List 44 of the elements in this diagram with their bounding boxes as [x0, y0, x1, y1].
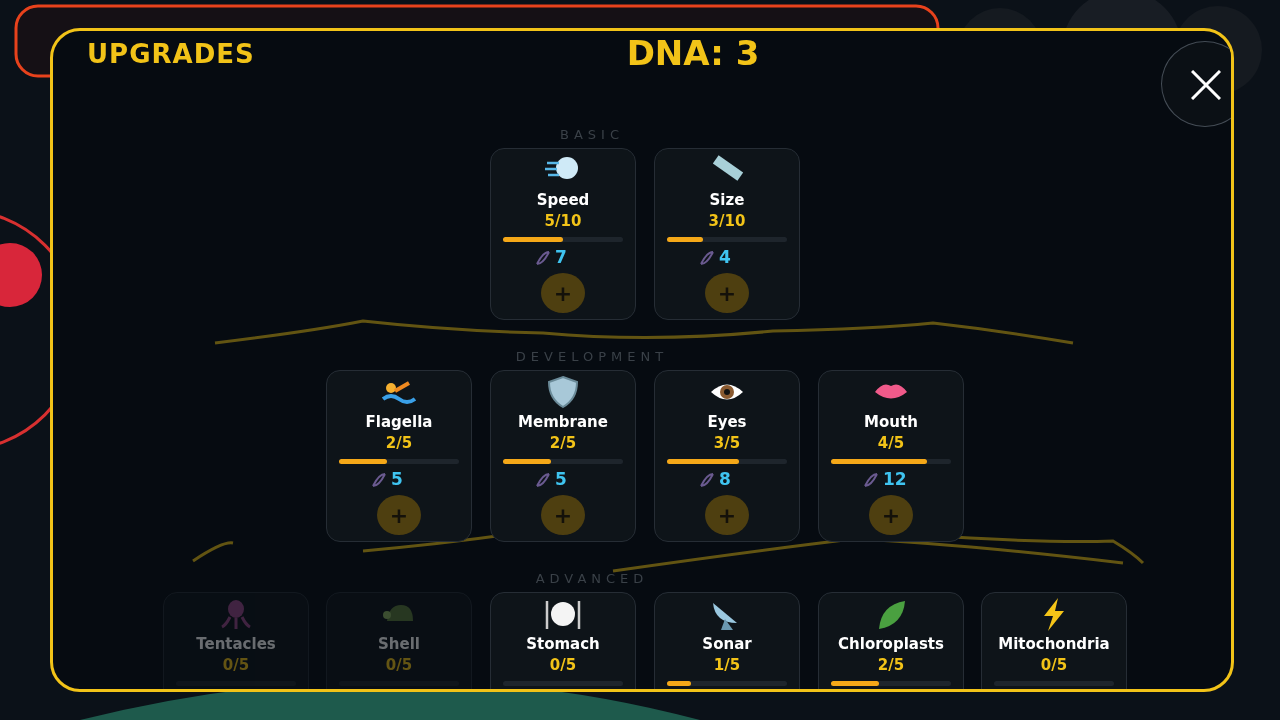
upgrade-button: +: [377, 495, 421, 535]
upgrade-name: Flagella: [364, 413, 434, 431]
upgrade-name: Mitochondria: [997, 635, 1111, 653]
upgrade-card: [490, 148, 636, 320]
upgrade-name: Chloroplasts: [837, 635, 945, 653]
upgrade-card: [326, 370, 472, 542]
upgrade-name: Speed: [535, 191, 591, 209]
upgrade-button: +: [869, 495, 913, 535]
upgrade-name: Membrane: [517, 413, 609, 431]
upgrade-name: Shell: [377, 635, 421, 653]
upgrade-card: [654, 370, 800, 542]
upgrade-card: [490, 370, 636, 542]
upgrade-button: +: [705, 273, 749, 313]
upgrade-name: Mouth: [863, 413, 919, 431]
upgrade-cost: 12: [883, 469, 907, 489]
upgrade-button: +: [541, 495, 585, 535]
upgrade-card: [818, 370, 964, 542]
upgrade-name: Tentacles: [195, 635, 277, 653]
upgrade-level: 5/10: [543, 212, 583, 230]
upgrade-level: 2/5: [876, 656, 906, 674]
upgrade-cost: 5: [391, 469, 403, 489]
upgrade-level: 2/5: [384, 434, 414, 452]
upgrade-cost: 7: [555, 247, 567, 267]
upgrade-level: 0/5: [1039, 656, 1069, 674]
upgrade-name: Sonar: [701, 635, 753, 653]
upgrade-button: +: [541, 273, 585, 313]
upgrade-cost: 4: [719, 247, 731, 267]
upgrade-cost: 5: [555, 469, 567, 489]
upgrade-level: 3/10: [707, 212, 747, 230]
upgrade-level: 1/5: [712, 656, 742, 674]
upgrade-button: +: [705, 495, 749, 535]
upgrade-level: 2/5: [548, 434, 578, 452]
upgrade-name: Eyes: [706, 413, 748, 431]
panel-title: UPGRADES: [87, 39, 255, 69]
upgrade-card: [654, 148, 800, 320]
upgrade-name: Size: [708, 191, 746, 209]
upgrade-level: 4/5: [876, 434, 906, 452]
upgrade-name: Stomach: [525, 635, 601, 653]
upgrade-level: 0/5: [548, 656, 578, 674]
upgrade-level: 3/5: [712, 434, 742, 452]
currency-counter: DNA: 3: [625, 33, 761, 73]
upgrade-level: 0/5: [384, 656, 414, 674]
upgrade-cost: 8: [719, 469, 731, 489]
upgrade-level: 0/5: [221, 656, 251, 674]
